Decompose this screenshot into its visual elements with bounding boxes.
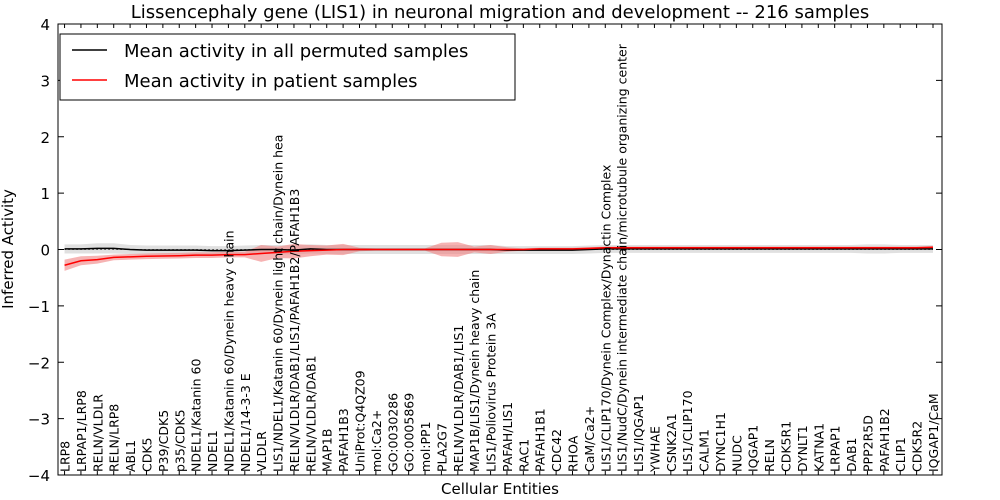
x-tick-label: LIS1/CLIP170/Dynein Complex/Dynactin Com… [598, 165, 613, 472]
series-lines [64, 246, 934, 267]
x-tick-label: RELN/VLDLR/DAB1 [303, 355, 318, 472]
x-axis-label: Cellular Entities [441, 480, 559, 498]
x-tick-label: mol:PP1 [418, 421, 433, 472]
y-axis-label: Inferred Activity [0, 189, 17, 309]
x-tick-label: NDEL1/14-3-3 E [238, 373, 253, 472]
x-tick-label: IQGAP1/CaM [926, 393, 941, 472]
x-tick-label: CSNK2A1 [664, 413, 679, 472]
x-tick-label: NDEL1/Katanin 60 [189, 359, 204, 472]
x-tick-label: MAP1B/LIS1/Dynein heavy chain [467, 270, 482, 472]
x-tick-label: RELN/VLDLR [90, 394, 105, 472]
y-tick-label: −3 [28, 411, 50, 429]
x-tick-label: LRPAP1 [828, 426, 843, 472]
confidence-bands [64, 242, 933, 271]
x-tick-label: RELN/VLDLR/DAB1/LIS1/PAFAH1B2/PAFAH1B3 [287, 189, 302, 472]
x-tick-label: LIS1/IQGAP1 [631, 394, 646, 472]
x-tick-label: PAFAH/LIS1 [500, 402, 515, 472]
y-tick-label: 1 [40, 185, 50, 203]
x-tick-label: UniProt:Q4QZ09 [352, 370, 367, 472]
y-tick-label: 4 [40, 16, 50, 34]
title-background [80, 0, 920, 23]
x-tick-label: mol:Ca2+ [369, 410, 384, 472]
x-tick-label: VLDLR [254, 431, 269, 472]
x-tick-label: CDC42 [549, 429, 564, 472]
x-tick-label: YWHAE [647, 426, 662, 473]
x-tick-label: CDK5R1 [779, 421, 794, 472]
x-tick-label: PAFAH1B1 [533, 408, 548, 472]
x-tick-label: RAC1 [516, 439, 531, 472]
x-tick-label: CaM/Ca2+ [582, 406, 597, 472]
y-tick-label: 2 [40, 129, 50, 147]
x-tick-label: IQGAP1 [746, 425, 761, 472]
x-tick-label: NDEL1/Katanin 60/Dynein heavy chain [221, 230, 236, 472]
x-tick-label: CALM1 [697, 429, 712, 472]
x-tick-label: DYNC1H1 [713, 412, 728, 472]
x-tick-label: RHOA [566, 435, 581, 472]
x-tick-label: KATNA1 [811, 423, 826, 472]
x-tick-label: PAFAH1B2 [877, 408, 892, 472]
x-tick-label: LRPAP1/LRP8 [74, 390, 89, 472]
x-tick-label: LIS1/NudC/Dynein intermediate chain/micr… [615, 43, 630, 472]
axis-ticks [58, 23, 942, 476]
x-tick-label: MAP1B [320, 429, 335, 472]
x-tick-label: RELN/LRP8 [107, 404, 122, 472]
legend: Mean activity in all permuted samples Me… [59, 33, 516, 101]
x-tick-label: CDK5 [139, 437, 154, 472]
y-tick-labels: 4 3 2 1 0 −1 −2 −3 −4 [28, 16, 50, 485]
y-tick-label: −2 [28, 354, 50, 372]
x-tick-label: DYNLT1 [795, 425, 810, 472]
x-tick-label: RELN [762, 439, 777, 472]
x-tick-label: p35/CDK5 [172, 409, 187, 472]
x-tick-label: ABL1 [123, 440, 138, 472]
x-tick-label: PLA2G7 [434, 423, 449, 472]
chart-title: Lissencephaly gene (LIS1) in neuronal mi… [131, 2, 870, 23]
x-tick-label: NDEL1 [205, 430, 220, 472]
x-tick-label: GO:0005869 [402, 393, 417, 472]
y-tick-label: −1 [28, 298, 50, 316]
x-tick-label: RELN/VLDLR/DAB1/LIS1 [451, 325, 466, 472]
y-tick-label: 0 [40, 242, 50, 260]
y-tick-label: 3 [40, 72, 50, 90]
x-tick-label: PAFAH1B3 [336, 408, 351, 472]
x-tick-label: P39/CDK5 [156, 410, 171, 472]
x-tick-label: LRP8 [58, 441, 73, 472]
x-tick-label: CLIP1 [893, 437, 908, 472]
line-series-1 [64, 246, 934, 267]
legend-label-patient: Mean activity in patient samples [124, 71, 418, 92]
x-tick-label: DAB1 [844, 438, 859, 473]
y-tick-label: −4 [28, 467, 50, 485]
x-tick-label: GO:0030286 [385, 393, 400, 472]
legend-box [59, 33, 516, 101]
x-tick-label: NUDC [729, 435, 744, 472]
x-tick-label: LIS1/CLIP170 [680, 390, 695, 472]
x-tick-label: LIS1/Poliovirus Protein 3A [484, 313, 499, 472]
x-tick-label: PPP2R5D [860, 415, 875, 472]
legend-label-permuted: Mean activity in all permuted samples [124, 41, 468, 62]
x-tick-label: LIS1/NDEL1/Katanin 60/Dynein light chain… [271, 135, 286, 472]
x-tick-label: CDK5R2 [910, 421, 925, 472]
